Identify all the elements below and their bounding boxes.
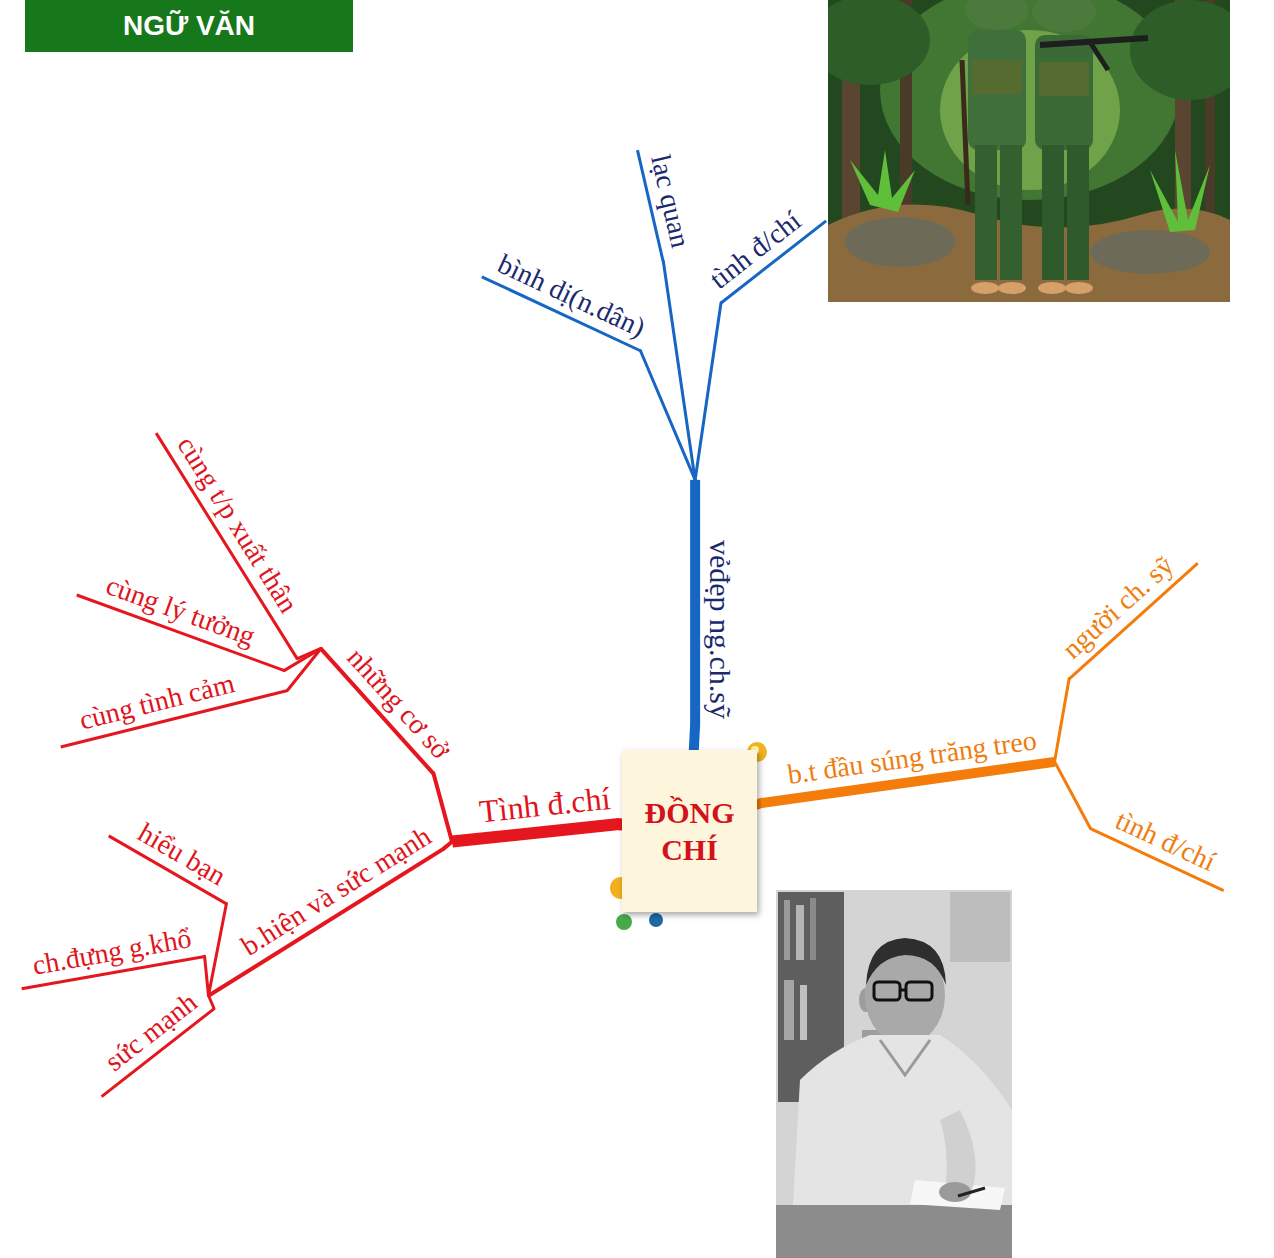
author-photo: [874, 982, 900, 1000]
node-text: cùng tình cảm: [76, 666, 238, 737]
branch-label: ch.đựng g.khổ: [15, 920, 204, 990]
soldiers-illustration: [828, 0, 930, 85]
node-text: b.t đầu súng trăng treo: [785, 723, 1038, 791]
node-text: người ch. sỹ: [1055, 548, 1180, 665]
note-pins: [616, 914, 632, 930]
author-photo: [784, 900, 790, 960]
soldiers-illustration: [1039, 62, 1089, 96]
branch-label: tình đ/chí: [1090, 795, 1239, 892]
author-photo: [950, 892, 1010, 962]
branch-line: [694, 725, 695, 750]
author-photo: [910, 1180, 1005, 1210]
branch-label: cùng tình cảm: [52, 654, 288, 748]
author-photo: [866, 938, 946, 985]
author-photo: [776, 1205, 1012, 1258]
branch-label: Tình đ.chí: [447, 778, 619, 848]
branch-line: [208, 995, 214, 1008]
branch-label: hiểu bạn: [108, 803, 245, 904]
branch-label: sức mạnh: [78, 979, 214, 1097]
node-text: bình dị(n.dân): [493, 247, 651, 344]
soldiers-illustration: [1090, 42, 1108, 70]
soldiers-illustration: [1042, 145, 1064, 280]
node-text: những cơ sở: [340, 641, 457, 766]
soldiers-illustration: [1090, 230, 1210, 274]
soldiers-illustration: [1035, 35, 1093, 150]
soldiers-illustration: [850, 150, 915, 212]
soldiers-illustration: [972, 60, 1022, 94]
soldiers-illustration: [1000, 145, 1022, 280]
node-text: b.hiện và sức mạnh: [235, 819, 437, 963]
soldiers-illustration: [962, 60, 968, 205]
branch-label: người ch. sỹ: [1044, 535, 1198, 680]
branch-line: [205, 956, 209, 995]
author-photo: [784, 980, 794, 1040]
node-text: ĐỒNG CHÍ: [636, 794, 743, 869]
branch-line: [284, 648, 321, 670]
soldiers-illustration: [828, 0, 1230, 302]
soldiers-illustration: [1067, 145, 1089, 280]
soldiers-illustration: [845, 217, 955, 267]
node-text: Tình đ.chí: [477, 779, 612, 831]
central-topic: ĐỒNG CHÍ: [622, 750, 757, 912]
soldiers-illustration: [1032, 0, 1096, 32]
branch-label: tình đ/chí: [698, 192, 826, 304]
soldiers-illustration: [1150, 150, 1210, 232]
branch-label: vẻđẹp ng.ch.sỹ: [690, 480, 738, 725]
note-pins: [649, 913, 663, 927]
soldiers-illustration: [998, 282, 1026, 294]
node-text: cùng t/p xuất thân: [170, 430, 305, 619]
author-photo: [958, 1188, 985, 1196]
branch-label: b.t đầu súng trăng treo: [756, 721, 1056, 807]
author-photo: [810, 898, 816, 960]
branch-line: [208, 904, 226, 996]
branch-line: [444, 842, 452, 848]
node-text: sức mạnh: [98, 985, 204, 1078]
note-pins: [610, 742, 767, 930]
subject-tab: NGỮ VĂN: [25, 0, 353, 52]
node-text: tình đ/chí: [703, 204, 808, 296]
soldiers-illustration: [975, 145, 997, 280]
node-text: cùng lý tưởng: [102, 568, 260, 653]
branch-label: bình dị(n.dân): [481, 243, 656, 352]
soldiers-illustration: [971, 282, 999, 294]
branch-line: [287, 648, 321, 690]
branch-label: b.hiện và sức mạnh: [188, 816, 445, 997]
branch-line: [433, 773, 452, 841]
author-photo: [796, 905, 804, 960]
branch-line: [695, 303, 721, 480]
node-text: tình đ/chí: [1110, 803, 1221, 878]
author-photo: [776, 890, 1012, 1258]
soldiers-illustration: [1065, 282, 1093, 294]
branch-label: lạc quan: [636, 142, 699, 262]
author-photo: [900, 989, 906, 992]
author-photo: [939, 1182, 971, 1202]
branch-line: [1055, 762, 1091, 829]
author-photo: [906, 982, 932, 1000]
node-text: hiểu bạn: [132, 816, 232, 893]
node-text: ch.đựng g.khổ: [30, 921, 194, 982]
branch-label: những cơ sở: [320, 623, 462, 774]
branch-line: [663, 261, 695, 480]
branch-line: [1055, 679, 1070, 762]
author-photo: [776, 890, 1012, 1258]
soldiers-illustration: [1038, 282, 1066, 294]
subject-title: NGỮ VĂN: [123, 10, 255, 42]
node-text: lạc quan: [644, 152, 698, 251]
soldiers-illustration: [1130, 0, 1230, 100]
soldiers-illustration: [968, 30, 1026, 150]
soldiers-illustration: [965, 0, 1029, 30]
author-photo: [800, 985, 807, 1040]
node-text: vẻđẹp ng.ch.sỹ: [702, 540, 738, 719]
author-photo: [880, 1040, 930, 1075]
